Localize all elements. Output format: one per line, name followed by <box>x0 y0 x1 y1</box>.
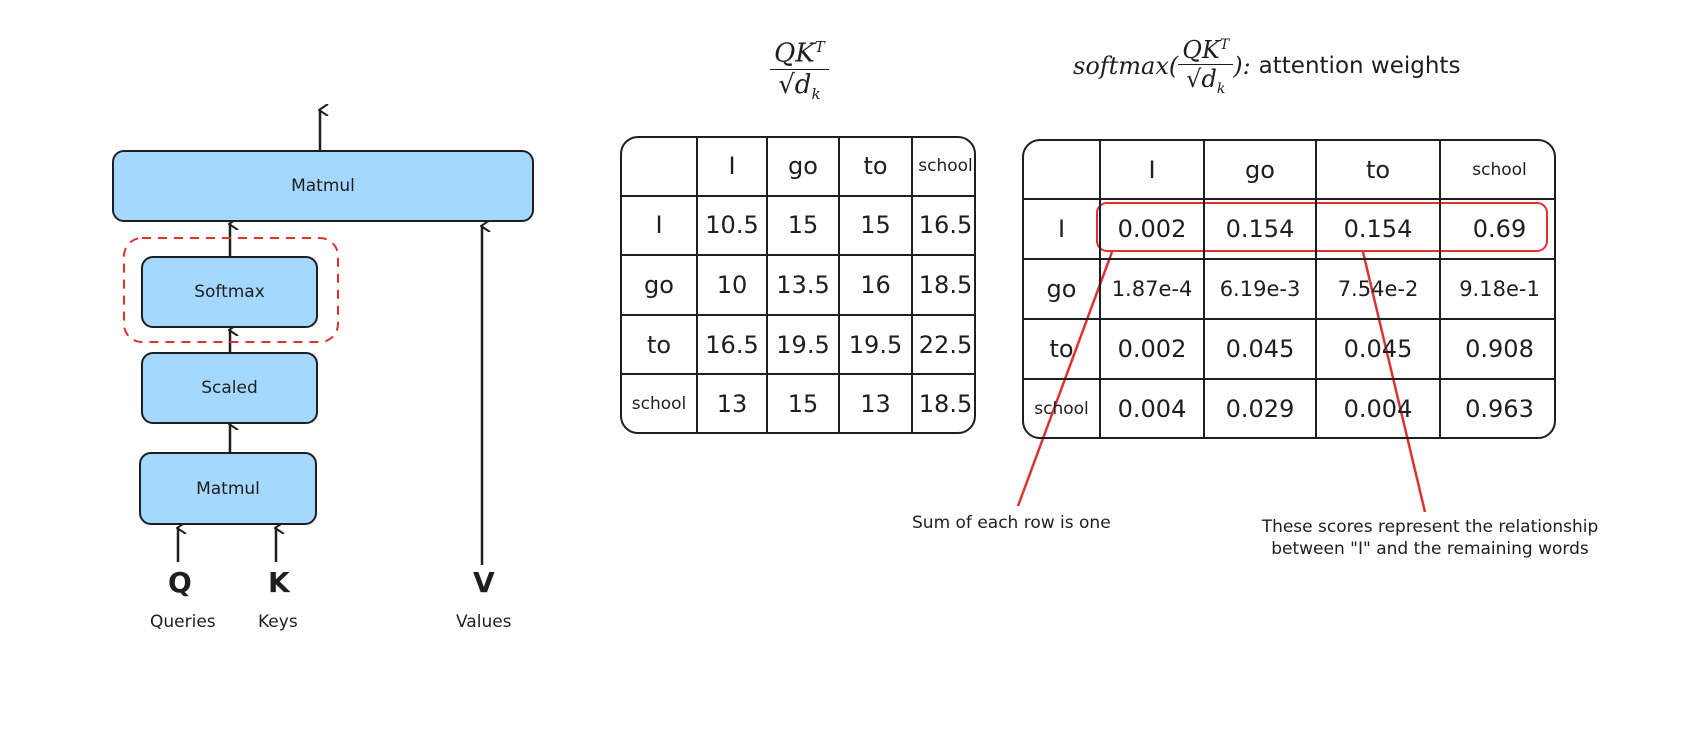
header-cell: to <box>1315 141 1441 200</box>
table2-title-sub: k <box>1216 80 1226 97</box>
table-cell: 13.5 <box>766 254 840 316</box>
table-cell: 16.5 <box>911 194 974 257</box>
table-row: I 0.002 0.154 0.154 0.69 <box>1024 198 1554 260</box>
table-cell: 0.154 <box>1203 198 1317 260</box>
table-cell: 19.5 <box>766 313 840 376</box>
table-cell: 0.69 <box>1439 198 1554 260</box>
row-label: go <box>622 254 698 316</box>
scaled-box: Scaled <box>141 352 318 424</box>
header-cell <box>1024 141 1101 200</box>
table-cell: 1.87e-4 <box>1099 258 1205 320</box>
header-cell: go <box>766 138 840 197</box>
table1-title: QKT √dk <box>770 38 829 103</box>
table-row: school 13 15 13 18.5 <box>622 373 974 432</box>
table-cell: 0.029 <box>1203 378 1317 437</box>
scores-note: These scores represent the relationship … <box>1250 516 1610 560</box>
table-cell: 13 <box>838 373 913 432</box>
header-cell: go <box>1203 141 1317 200</box>
row-label: to <box>1024 318 1101 380</box>
q-letter: Q <box>168 566 192 599</box>
scores-text-line1: These scores represent the relationship <box>1261 517 1599 537</box>
table-cell: 22.5 <box>911 313 974 376</box>
header-cell: to <box>838 138 913 197</box>
table-cell: 0.963 <box>1439 378 1554 437</box>
table2-title: softmax( QKT √dk ): attention weights <box>1073 36 1460 97</box>
row-label: I <box>622 194 698 257</box>
row-label: school <box>622 373 698 432</box>
table-cell: 19.5 <box>838 313 913 376</box>
softmax-box: Softmax <box>141 256 318 328</box>
table-cell: 9.18e-1 <box>1439 258 1554 320</box>
table-cell: 16 <box>838 254 913 316</box>
table2-title-text: attention weights <box>1258 53 1461 80</box>
matmul-top-box: Matmul <box>112 150 534 222</box>
qk-scores-table: I go to school I 10.5 15 15 16.5 go 10 1… <box>620 136 976 434</box>
table-cell: 18.5 <box>911 373 974 432</box>
softmax-highlight <box>123 237 339 343</box>
table-cell: 7.54e-2 <box>1315 258 1441 320</box>
table2-title-suffix: ): <box>1233 52 1251 81</box>
table-row: to 0.002 0.045 0.045 0.908 <box>1024 318 1554 380</box>
table-cell: 10 <box>696 254 768 316</box>
keys-label: Keys <box>258 612 298 632</box>
table-row: go 10 13.5 16 18.5 <box>622 254 974 316</box>
table-cell: 0.908 <box>1439 318 1554 380</box>
row-label: to <box>622 313 698 376</box>
table-cell: 0.154 <box>1315 198 1441 260</box>
header-cell: school <box>911 138 974 197</box>
matmul-top-label: Matmul <box>291 176 355 196</box>
row-sum-text: Sum of each row is one <box>912 513 1111 533</box>
table1-title-num: QK <box>774 38 815 69</box>
row-label: go <box>1024 258 1101 320</box>
table-cell: 0.002 <box>1099 198 1205 260</box>
softmax-label: Softmax <box>194 282 265 302</box>
scaled-label: Scaled <box>201 378 258 398</box>
row-label: I <box>1024 198 1101 260</box>
table-cell: 10.5 <box>696 194 768 257</box>
table-header-row: I go to school <box>1024 141 1554 200</box>
table-cell: 0.002 <box>1099 318 1205 380</box>
table-cell: 16.5 <box>696 313 768 376</box>
queries-label: Queries <box>150 612 216 632</box>
table1-title-den: √d <box>778 69 812 100</box>
table-cell: 6.19e-3 <box>1203 258 1317 320</box>
table2-title-num: QK <box>1182 36 1220 64</box>
v-letter: V <box>473 566 495 599</box>
k-letter: K <box>268 566 290 599</box>
table-cell: 15 <box>766 194 840 257</box>
matmul-bottom-box: Matmul <box>139 452 317 525</box>
table-row: school 0.004 0.029 0.004 0.963 <box>1024 378 1554 437</box>
attention-weights-table: I go to school I 0.002 0.154 0.154 0.69 … <box>1022 139 1556 439</box>
table-row: go 1.87e-4 6.19e-3 7.54e-2 9.18e-1 <box>1024 258 1554 320</box>
matmul-bottom-label: Matmul <box>196 478 260 499</box>
header-cell: I <box>1099 141 1205 200</box>
values-label: Values <box>456 612 512 632</box>
table-row: to 16.5 19.5 19.5 22.5 <box>622 313 974 376</box>
table1-title-sup: T <box>814 38 825 56</box>
scores-text-line2: between "I" and the remaining words <box>1271 539 1589 559</box>
table-header-row: I go to school <box>622 138 974 197</box>
table-cell: 15 <box>838 194 913 257</box>
table-row: I 10.5 15 15 16.5 <box>622 194 974 257</box>
table-cell: 13 <box>696 373 768 432</box>
header-cell: school <box>1439 141 1554 200</box>
table-cell: 0.045 <box>1203 318 1317 380</box>
table2-title-den: √d <box>1186 65 1217 93</box>
header-cell <box>622 138 698 197</box>
table-cell: 15 <box>766 373 840 432</box>
table-cell: 0.045 <box>1315 318 1441 380</box>
header-cell: I <box>696 138 768 197</box>
table2-title-sup: T <box>1219 37 1230 53</box>
table2-title-prefix: softmax( <box>1073 52 1179 81</box>
row-sum-note: Sum of each row is one <box>912 512 1111 534</box>
table-cell: 18.5 <box>911 254 974 316</box>
table-cell: 0.004 <box>1099 378 1205 437</box>
table-cell: 0.004 <box>1315 378 1441 437</box>
row-label: school <box>1024 378 1101 437</box>
table1-title-sub: k <box>811 84 821 103</box>
